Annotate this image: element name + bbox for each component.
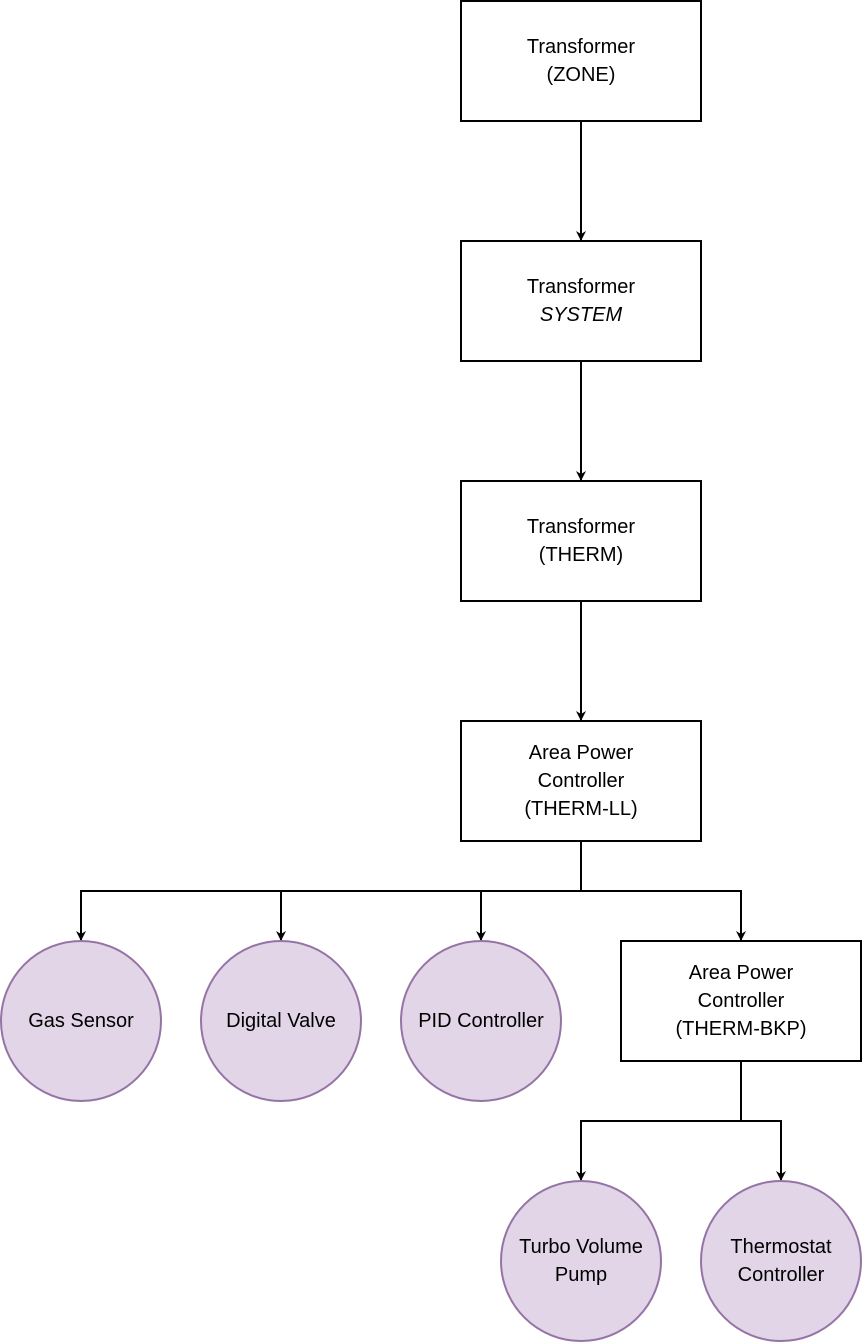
node-pid-controller: PID Controller <box>400 940 562 1102</box>
edge-apc-therm-ll-to-apc-therm-bkp <box>581 890 746 941</box>
node-label-line: (THERM-BKP) <box>675 1018 807 1040</box>
edge-apc-therm-bkp-to-turbo-volume-pump <box>576 1061 742 1181</box>
node-label-line: Controller <box>697 990 785 1012</box>
node-label-line: Controller <box>737 1264 825 1286</box>
node-gas-sensor: Gas Sensor <box>0 940 162 1102</box>
node-thermostat-controller: Thermostat Controller <box>700 1180 862 1342</box>
node-label-line: (THERM) <box>538 544 624 566</box>
node-label-line: PID Controller <box>418 1010 544 1032</box>
node-label-line: (ZONE) <box>546 64 616 86</box>
node-label-line: Digital Valve <box>226 1010 336 1032</box>
node-transformer-therm: Transformer (THERM) <box>460 480 702 602</box>
node-label-line: Pump <box>554 1264 608 1286</box>
node-label-line: (THERM-LL) <box>524 798 638 820</box>
edge-apc-therm-ll-to-digital-valve <box>276 890 581 941</box>
node-apc-therm-bkp: Area Power Controller (THERM-BKP) <box>620 940 862 1062</box>
node-label-line: Controller <box>537 770 625 792</box>
node-label-line: Thermostat <box>730 1236 832 1258</box>
node-label-line: Transformer <box>526 516 636 538</box>
node-label-line: Transformer <box>526 36 636 58</box>
edge-apc-therm-ll-to-pid-controller <box>476 890 581 941</box>
node-label-line: Gas Sensor <box>28 1010 134 1032</box>
node-label-line: Area Power <box>688 962 794 984</box>
node-label-line: Area Power <box>528 742 634 764</box>
node-label-line: Transformer <box>526 276 636 298</box>
node-transformer-zone: Transformer (ZONE) <box>460 0 702 122</box>
node-apc-therm-ll: Area Power Controller (THERM-LL) <box>460 720 702 842</box>
node-label-line: SYSTEM <box>539 304 623 326</box>
edge-apc-therm-bkp-to-thermostat-controller <box>741 1120 786 1181</box>
node-transformer-system: Transformer SYSTEM <box>460 240 702 362</box>
node-label-line: Turbo Volume <box>519 1236 643 1258</box>
node-digital-valve: Digital Valve <box>200 940 362 1102</box>
node-turbo-volume-pump: Turbo Volume Pump <box>500 1180 662 1342</box>
